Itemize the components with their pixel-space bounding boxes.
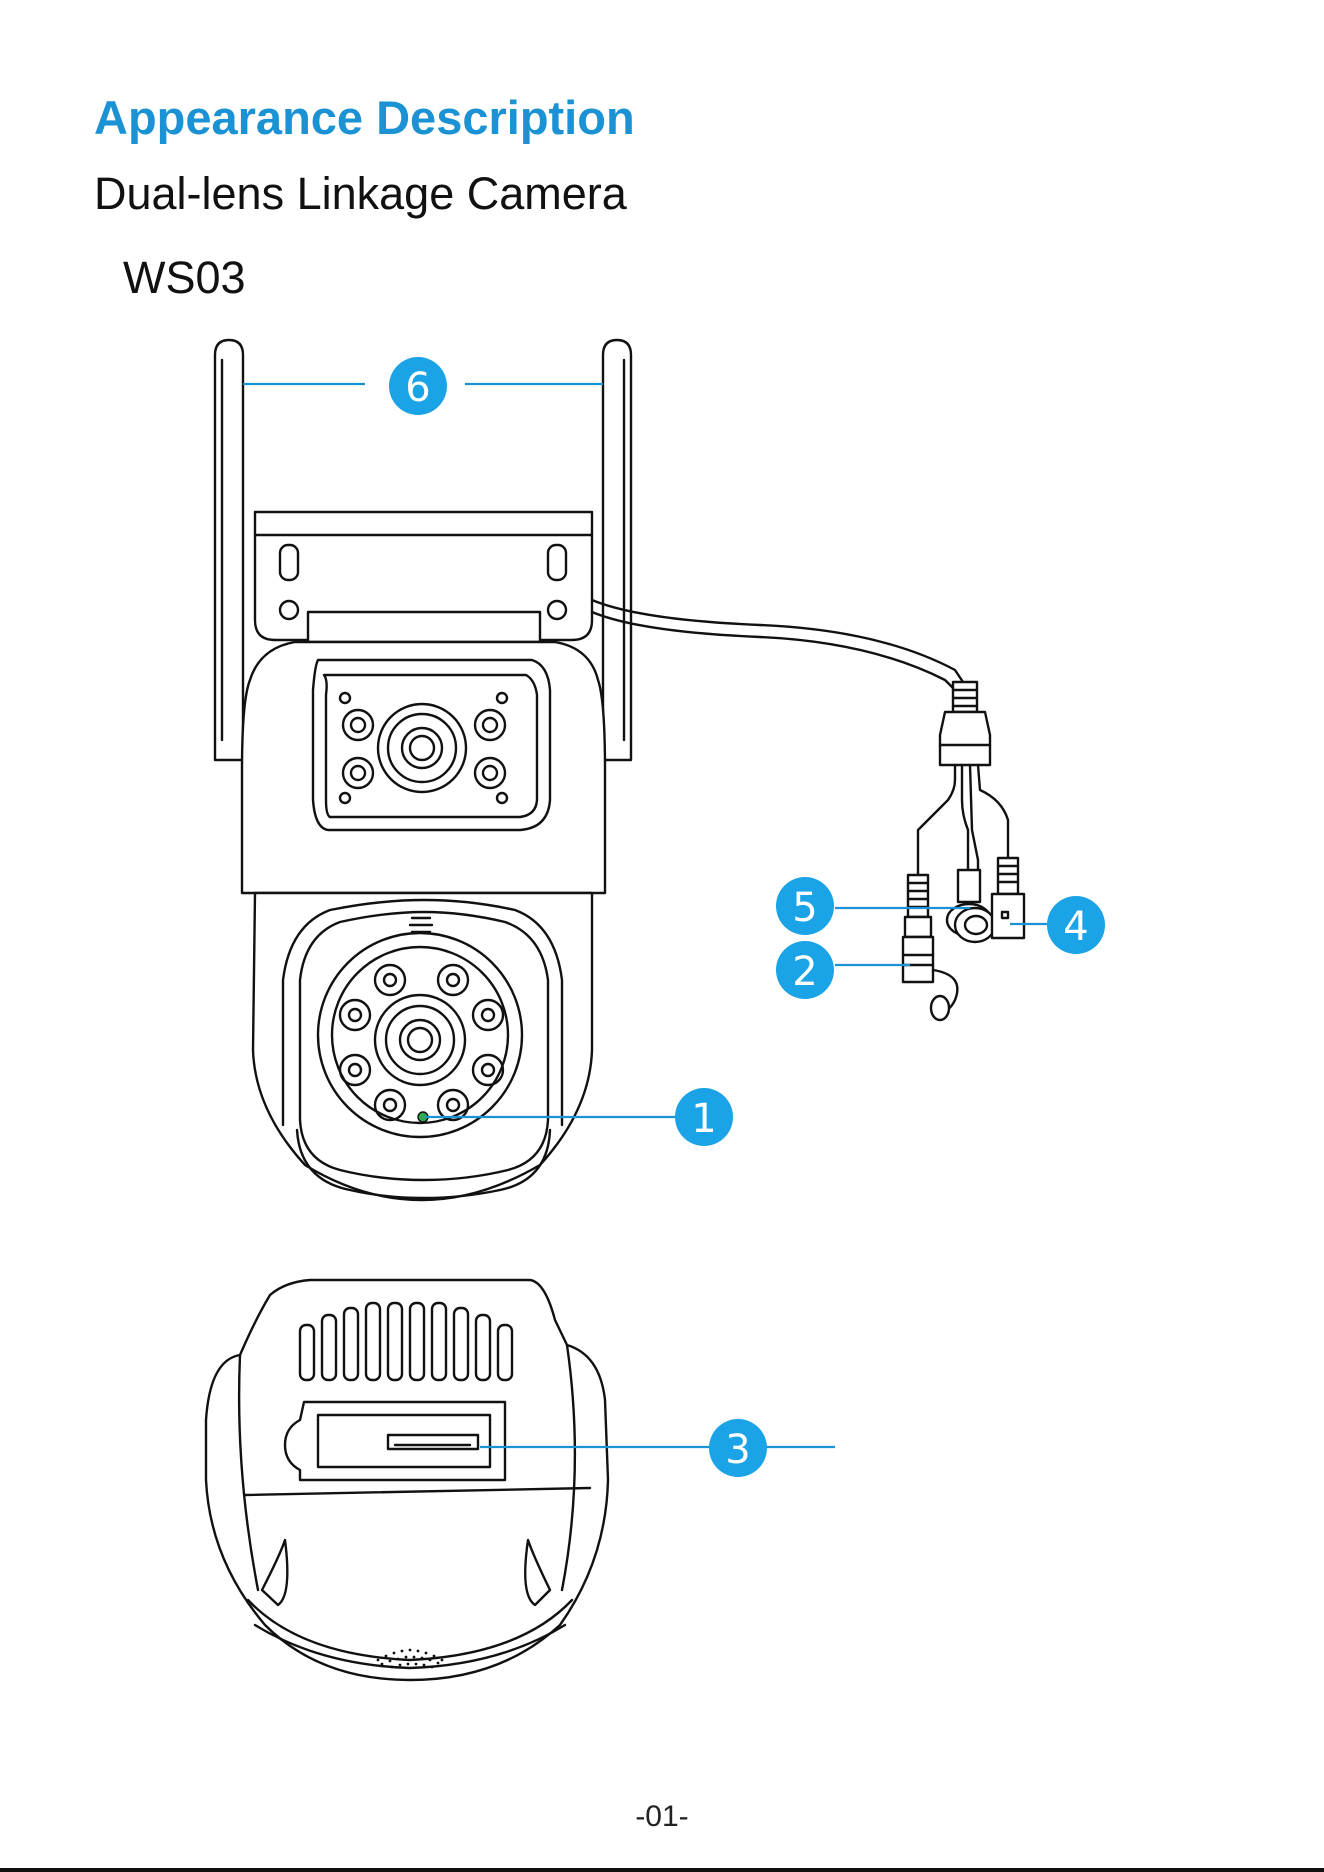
callout-badge-3: 3 (709, 1419, 767, 1477)
bottom-border (0, 1868, 1324, 1872)
mounting-bracket (255, 512, 592, 642)
antenna-left (215, 340, 243, 760)
callout-badge-4: 4 (1047, 896, 1105, 954)
camera-bottom-view (206, 1280, 608, 1680)
callout-badge-5: 5 (776, 877, 834, 935)
upper-camera-housing (242, 642, 605, 893)
antenna-right (603, 340, 631, 760)
callout-badge-6: 6 (389, 357, 447, 415)
lower-camera-housing (253, 893, 592, 1200)
callout-label: 6 (405, 365, 430, 411)
callout-badge-2: 2 (776, 941, 834, 999)
callout-label: 2 (792, 949, 817, 995)
callout-label: 4 (1063, 904, 1088, 950)
callout-label: 1 (691, 1096, 716, 1142)
callout-label: 5 (792, 885, 817, 931)
callout-badge-1: 1 (675, 1088, 733, 1146)
callout-label: 3 (725, 1427, 750, 1473)
page-number: -01- (0, 1800, 1324, 1834)
